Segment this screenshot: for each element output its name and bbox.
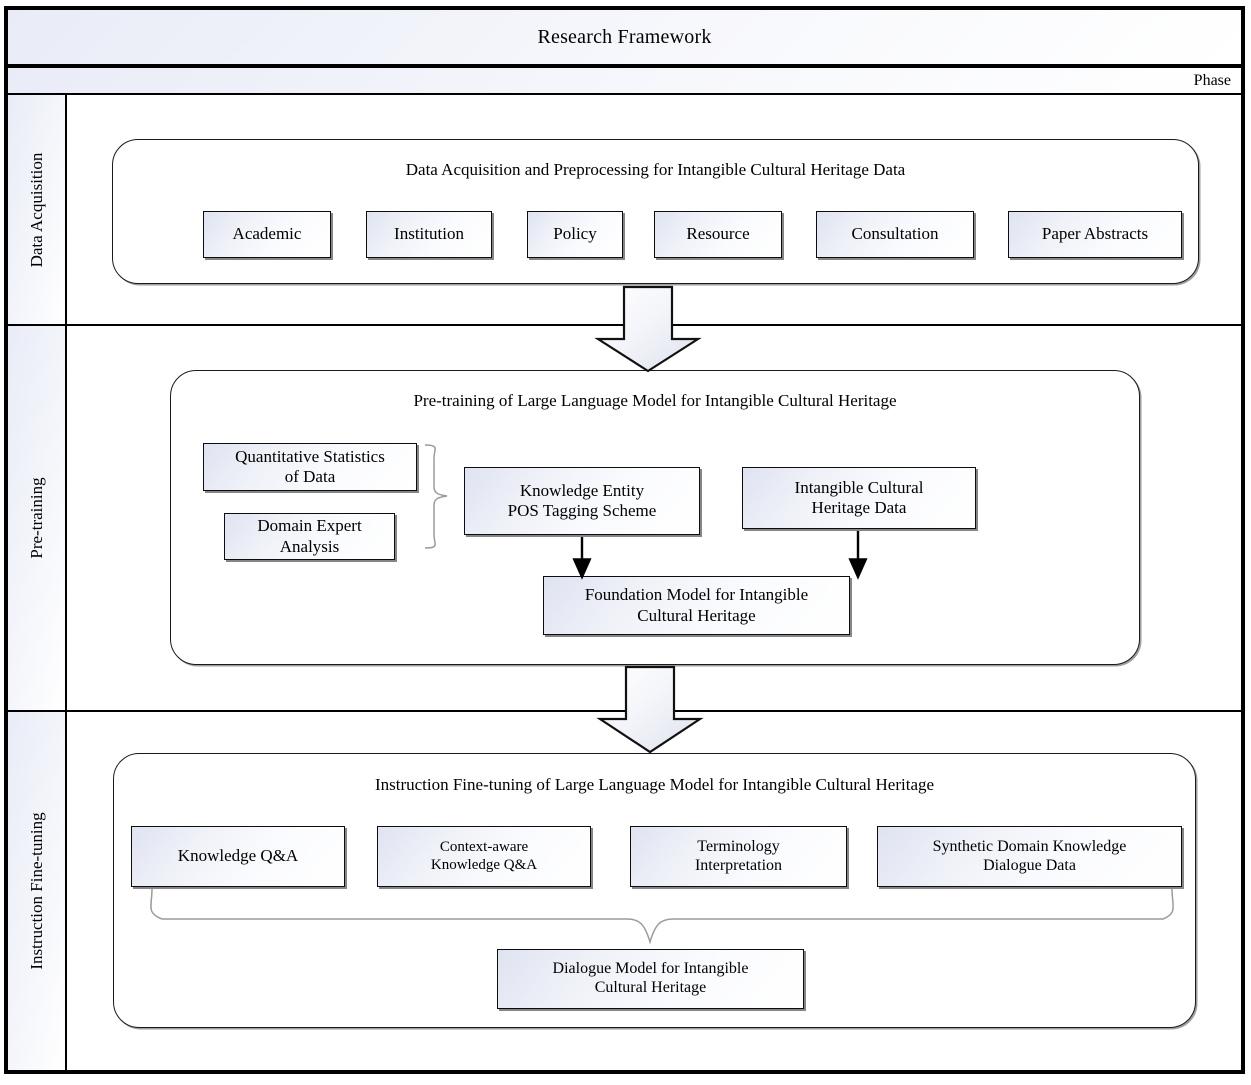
- node-label: Academic: [232, 224, 302, 244]
- diagram-title-banner: Research Framework: [6, 8, 1243, 66]
- node-terminology-interpretation[interactable]: Terminology Interpretation: [630, 826, 847, 887]
- node-policy[interactable]: Policy: [527, 211, 623, 258]
- phase-label-data-acquisition: Data Acquisition: [6, 95, 67, 326]
- container-title-pre-training: Pre-training of Large Language Model for…: [413, 391, 897, 410]
- node-label-line1: Knowledge Q&A: [177, 846, 299, 866]
- node-label: Synthetic Domain Knowledge Dialogue Data: [933, 838, 1127, 876]
- node-label: Context-aware Knowledge Q&A: [431, 839, 537, 874]
- node-label-line1: Synthetic Domain Knowledge: [932, 837, 1127, 855]
- node-academic[interactable]: Academic: [203, 211, 331, 258]
- node-label: Consultation: [851, 224, 939, 244]
- node-label-line2: Heritage Data: [811, 498, 907, 517]
- node-dialogue-model-for-intangible-cultural-heritage[interactable]: Dialogue Model for Intangible Cultural H…: [497, 949, 804, 1009]
- node-label: Quantitative Statistics of Data: [235, 447, 385, 487]
- node-label: Resource: [686, 224, 750, 244]
- node-label-line2: POS Tagging Scheme: [507, 501, 657, 520]
- node-label-line2: Interpretation: [694, 856, 783, 874]
- node-label: Dialogue Model for Intangible Cultural H…: [553, 960, 749, 998]
- node-label-line1: Quantitative Statistics: [235, 446, 385, 466]
- node-label: Terminology Interpretation: [695, 838, 782, 876]
- node-label-line2: Dialogue Data: [983, 856, 1076, 874]
- phase-label-instruction-fine-tuning: Instruction Fine-tuning: [6, 712, 67, 1072]
- node-label-line1: Terminology: [697, 837, 780, 855]
- node-quantitative-statistics-of-data[interactable]: Quantitative Statistics of Data: [203, 443, 417, 491]
- node-context-aware-knowledge-qa[interactable]: Context-aware Knowledge Q&A: [377, 826, 591, 887]
- node-consultation[interactable]: Consultation: [816, 211, 974, 258]
- node-intangible-cultural-heritage-data[interactable]: Intangible Cultural Heritage Data: [742, 467, 976, 529]
- node-label-line2: Knowledge Q&A: [430, 856, 538, 873]
- node-label-line1: Dialogue Model for Intangible: [552, 960, 749, 978]
- node-foundation-model-for-intangible-cultural-heritage[interactable]: Foundation Model for Intangible Cultural…: [543, 576, 850, 635]
- node-resource[interactable]: Resource: [654, 211, 782, 258]
- node-label: Institution: [394, 224, 464, 244]
- node-label-line1: Intangible Cultural: [794, 477, 924, 497]
- node-label-line1: Context-aware: [439, 838, 529, 855]
- container-title-data-acquisition: Data Acquisition and Preprocessing for I…: [405, 160, 906, 179]
- node-label: Knowledge Q&A: [178, 846, 298, 866]
- phase-column-header: Phase: [6, 66, 1243, 95]
- node-label: Knowledge Entity POS Tagging Scheme: [508, 481, 657, 521]
- container-title-instruction-fine-tuning: Instruction Fine-tuning of Large Languag…: [374, 775, 935, 794]
- node-synthetic-domain-knowledge-dialogue-data[interactable]: Synthetic Domain Knowledge Dialogue Data: [877, 826, 1182, 887]
- phase-header-label: Phase: [1193, 71, 1231, 89]
- node-label: Policy: [553, 224, 597, 244]
- node-label-line1: Domain Expert: [257, 516, 362, 536]
- node-label-line2: Analysis: [279, 536, 340, 556]
- node-knowledge-qa[interactable]: Knowledge Q&A: [131, 826, 345, 887]
- phase-label-text: Pre-training: [26, 477, 46, 559]
- node-label: Paper Abstracts: [1041, 224, 1149, 244]
- node-institution[interactable]: Institution: [366, 211, 492, 258]
- page-title: Research Framework: [537, 25, 712, 48]
- phase-label-text: Instruction Fine-tuning: [26, 812, 46, 970]
- node-knowledge-entity-pos-tagging-scheme[interactable]: Knowledge Entity POS Tagging Scheme: [464, 467, 700, 535]
- node-domain-expert-analysis[interactable]: Domain Expert Analysis: [224, 513, 395, 560]
- outer-frame: [4, 6, 1245, 1074]
- node-label-line2: Cultural Heritage: [637, 605, 756, 625]
- node-label-line1: Knowledge Entity: [519, 480, 645, 500]
- phase-label-text: Data Acquisition: [26, 152, 46, 267]
- node-label-line1: Foundation Model for Intangible: [584, 585, 809, 605]
- node-paper-abstracts[interactable]: Paper Abstracts: [1008, 211, 1182, 258]
- node-label: Domain Expert Analysis: [257, 516, 361, 556]
- node-label: Foundation Model for Intangible Cultural…: [585, 585, 808, 625]
- node-label: Intangible Cultural Heritage Data: [795, 478, 924, 518]
- node-label-line2: of Data: [284, 467, 336, 486]
- node-label-line2: Cultural Heritage: [594, 979, 707, 996]
- phase-label-pre-training: Pre-training: [6, 326, 67, 712]
